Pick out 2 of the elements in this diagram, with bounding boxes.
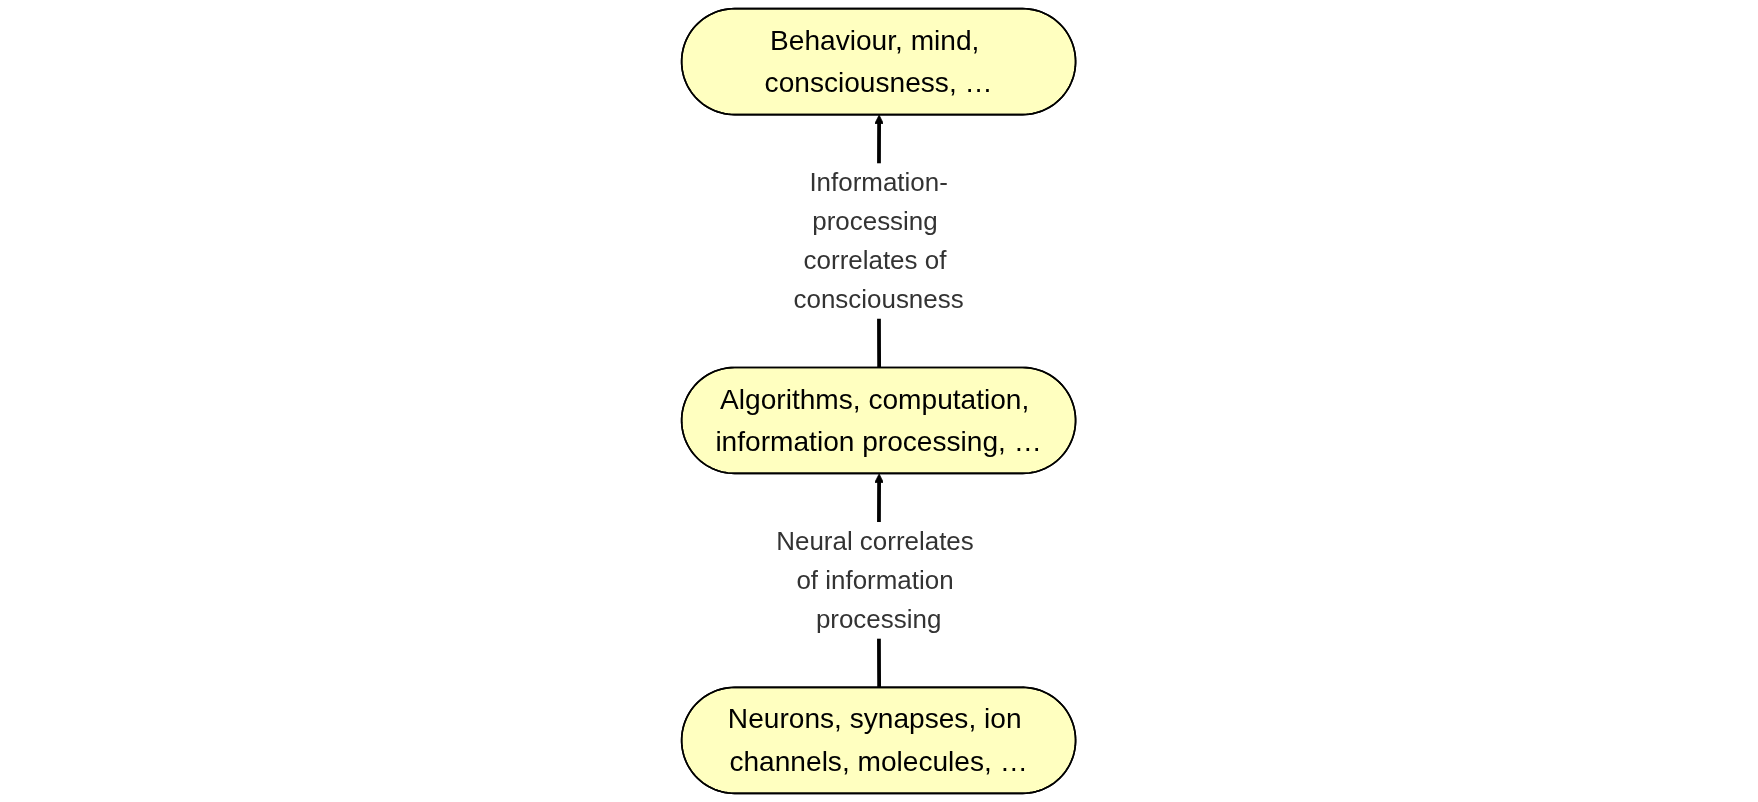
edge-label: Neural correlates of information processing (776, 526, 975, 634)
edge-label: Information-processing correlates of consciousness (793, 167, 965, 314)
